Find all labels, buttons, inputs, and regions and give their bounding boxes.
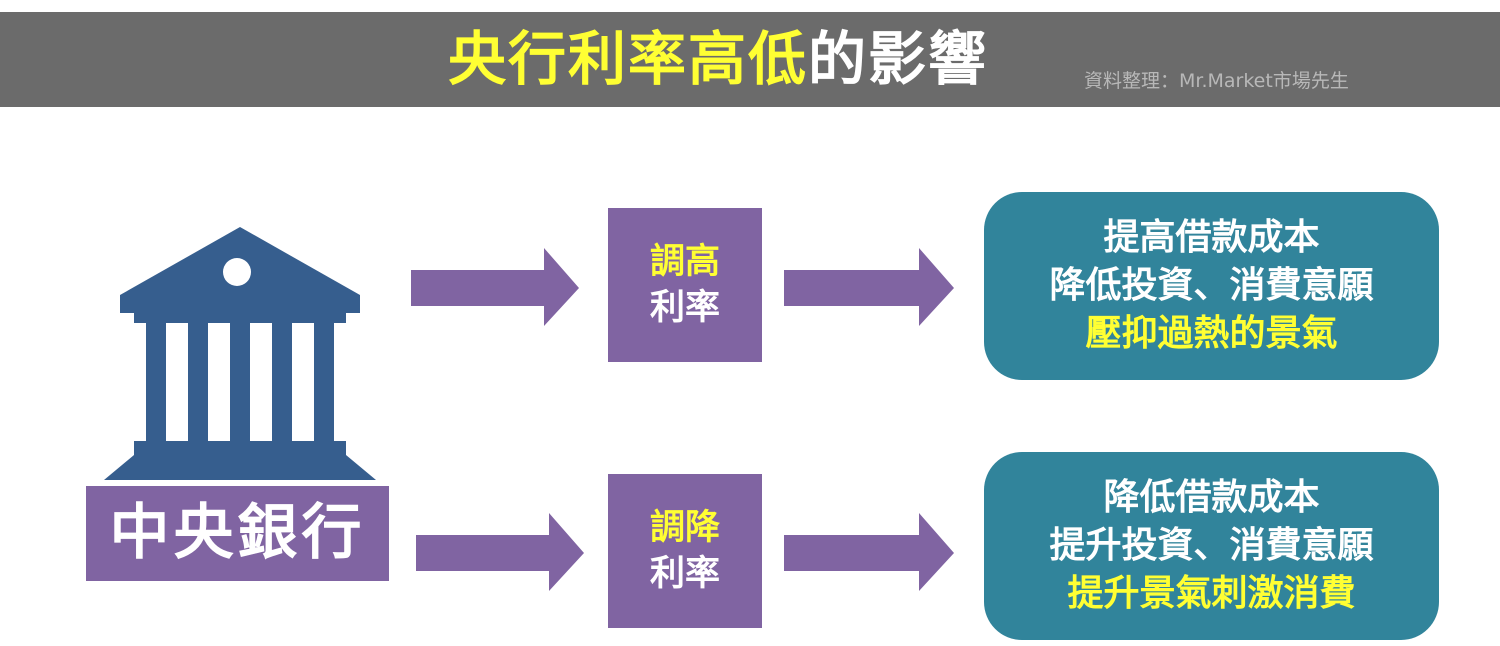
- bank-building-icon: [104, 227, 376, 480]
- central-bank-label: 中央銀行: [86, 486, 389, 581]
- action-label: 利率: [649, 288, 720, 328]
- raise-rate-effects-box: 提高借款成本 降低投資、消費意願 壓抑過熱的景氣: [984, 192, 1439, 380]
- cut-rate-box: 調降 利率: [608, 474, 762, 628]
- source-credit: 資料整理：Mr.Market市場先生: [1084, 70, 1349, 92]
- header-bar: 央行利率高低的影響 資料整理：Mr.Market市場先生: [0, 12, 1500, 107]
- effect-text: 降低投資、消費意願: [1049, 265, 1374, 306]
- effect-text: 提高借款成本: [1103, 217, 1320, 258]
- arrow-right-icon: [416, 513, 584, 591]
- cut-rate-effects-box: 降低借款成本 提升投資、消費意願 提升景氣刺激消費: [984, 452, 1439, 640]
- effect-highlight: 壓抑過熱的景氣: [1085, 313, 1338, 354]
- effect-highlight: 提升景氣刺激消費: [1067, 573, 1356, 614]
- arrow-right-icon: [784, 513, 954, 591]
- arrow-right-icon: [784, 248, 954, 326]
- action-label: 調降: [649, 508, 720, 548]
- title-rest: 的影響: [808, 25, 989, 93]
- arrow-right-icon: [411, 248, 579, 326]
- effect-text: 提升投資、消費意願: [1049, 525, 1374, 566]
- page-title: 央行利率高低的影響: [448, 26, 988, 92]
- effect-text: 降低借款成本: [1103, 477, 1320, 518]
- action-label: 調高: [649, 242, 720, 282]
- raise-rate-box: 調高 利率: [608, 208, 762, 362]
- title-highlight: 央行利率高低: [448, 25, 809, 93]
- action-label: 利率: [649, 554, 720, 594]
